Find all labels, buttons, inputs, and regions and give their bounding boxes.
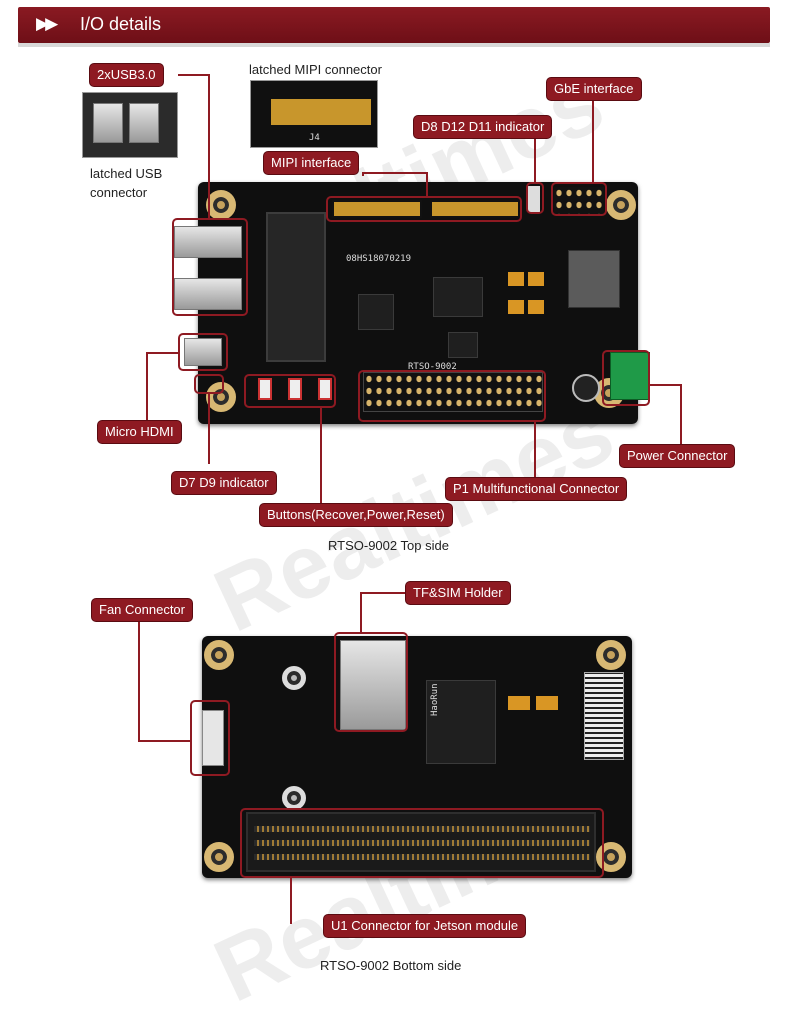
label-latched-usb: latched USB connector: [90, 166, 163, 200]
u1-connector: [246, 812, 596, 872]
latched-mipi-photo: J4: [250, 80, 378, 148]
u1-highlight: [240, 808, 604, 878]
mipi-highlight: [326, 196, 522, 222]
section-header: ▶▶ I/O details: [18, 7, 770, 43]
buttons-highlight: [244, 374, 336, 408]
label-latched-mipi: latched MIPI connector: [249, 62, 382, 77]
label-p1: P1 Multifunctional Connector: [446, 478, 627, 500]
label-d7-d9: D7 D9 indicator: [172, 472, 276, 494]
label-buttons: Buttons(Recover,Power,Reset): [260, 504, 452, 526]
d8-highlight: [526, 182, 544, 214]
double-arrow-icon: ▶▶: [36, 14, 58, 33]
latched-usb-photo: [82, 92, 178, 158]
micro-hdmi-port: [184, 338, 222, 366]
caption-top-side: RTSO-9002 Top side: [328, 538, 449, 553]
fan-connector: [202, 710, 224, 766]
d7-highlight: [194, 374, 224, 394]
p1-connector: [363, 372, 543, 412]
label-u1-connector: U1 Connector for Jetson module: [324, 915, 526, 937]
label-fan-connector: Fan Connector: [92, 599, 192, 621]
hdmi-highlight: [178, 333, 228, 371]
label-d8-d12-d11: D8 D12 D11 indicator: [414, 116, 552, 138]
tf-sim-highlight: [334, 632, 408, 732]
label-power-connector: Power Connector: [620, 445, 735, 467]
label-mipi: MIPI interface: [264, 152, 359, 174]
led-indicator: [528, 186, 540, 212]
power-highlight: [602, 350, 650, 406]
mipi-connector: [332, 200, 422, 218]
top-board-photo: 08HS18070219 RTSO-9002: [198, 182, 638, 424]
usb3-port: [174, 226, 242, 258]
usb-highlight: [172, 218, 248, 316]
fan-highlight: [190, 700, 230, 776]
label-micro-hdmi: Micro HDMI: [98, 421, 181, 443]
m2-slot: [266, 212, 326, 362]
tf-sim-holder: [340, 640, 406, 730]
bottom-board-photo: HaoRun: [202, 636, 632, 878]
caption-bottom-side: RTSO-9002 Bottom side: [320, 958, 462, 973]
usb3-port: [174, 278, 242, 310]
label-gbe: GbE interface: [547, 78, 641, 100]
gbe-highlight: [551, 182, 607, 216]
header-divider: [18, 43, 770, 47]
label-tf-sim-holder: TF&SIM Holder: [406, 582, 510, 604]
section-title: I/O details: [80, 14, 162, 34]
gbe-header: [554, 187, 604, 215]
label-usb: 2xUSB3.0: [90, 64, 163, 86]
mipi-connector: [430, 200, 520, 218]
p1-highlight: [358, 370, 546, 422]
